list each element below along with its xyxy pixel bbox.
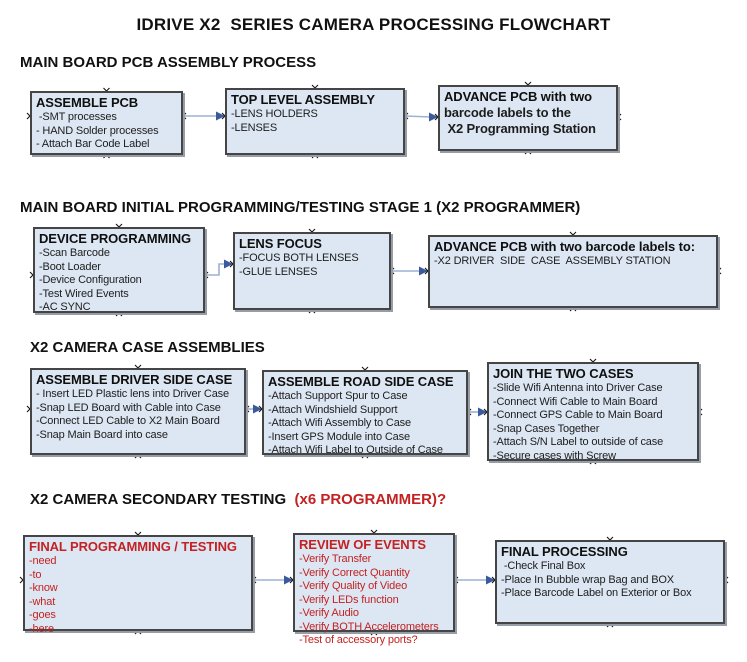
box-line: -X2 DRIVER SIDE CASE ASSEMBLY STATION <box>434 255 671 267</box>
box-title: ADVANCE PCB with two <box>444 89 592 104</box>
flow-connector <box>404 115 432 118</box>
connector-arrow-icon <box>419 266 428 276</box>
box-line: -Attach Windshield Support <box>268 403 398 416</box>
box-title: FINAL PROCESSING <box>501 544 628 559</box>
box-line: -Boot Loader <box>39 260 101 273</box>
box-title: ASSEMBLE DRIVER SIDE CASE <box>36 372 233 387</box>
box-line: -goes <box>29 609 56 621</box>
box-line: - Insert LED Plastic lens into Driver Ca… <box>36 388 229 400</box>
box-line: -Connect Wifi Cable to Main Board <box>493 395 658 408</box>
box-title: ASSEMBLE PCB <box>36 95 139 110</box>
box-title: TOP LEVEL ASSEMBLY <box>231 92 375 107</box>
section-header: X2 CAMERA CASE ASSEMBLIES <box>30 339 265 356</box>
box-title: FINAL PROGRAMMING / TESTING <box>29 539 237 554</box>
flow-box: FINAL PROCESSING -Check Final Box-Place … <box>495 540 725 624</box>
box-line: -Attach S/N Label to outside of case <box>493 436 664 448</box>
box-line: -Scan Barcode <box>39 247 110 259</box>
box-title: LENS FOCUS <box>239 236 322 251</box>
connector-arrow-icon <box>224 259 233 269</box>
box-line: -Connect LED Cable to X2 Main Board <box>36 415 220 427</box>
box-line: -Verify BOTH Accelerometers <box>299 620 439 633</box>
section-header-text: X2 CAMERA CASE ASSEMBLIES <box>30 339 265 356</box>
connector-arrow-icon <box>216 111 225 121</box>
box-line: -GLUE LENSES <box>239 265 318 278</box>
box-title: REVIEW OF EVENTS <box>299 537 426 552</box>
flow-box: FINAL PROGRAMMING / TESTING-need-to-know… <box>23 535 253 635</box>
connector-arrow-icon <box>253 404 262 414</box>
box-line: -to <box>29 568 42 581</box>
box-line: -LENSES <box>231 121 278 134</box>
section-header-text: MAIN BOARD INITIAL PROGRAMMING/TESTING S… <box>20 199 581 216</box>
connector-arrow-icon <box>284 575 293 585</box>
box-line: -Attach Support Spur to Case <box>268 390 408 402</box>
box-line: X2 Programming Station <box>444 121 596 136</box>
box-title: ASSEMBLE ROAD SIDE CASE <box>268 374 454 389</box>
section-header: X2 CAMERA SECONDARY TESTING (x6 PROGRAMM… <box>30 491 446 508</box>
section-header: MAIN BOARD PCB ASSEMBLY PROCESS <box>20 54 316 71</box>
box-title: ADVANCE PCB with two barcode labels to: <box>434 239 695 254</box>
box-line: -Attach Wifi Label to Outside of Case <box>268 444 443 456</box>
section-header-suffix: (x6 PROGRAMMER)? <box>294 491 447 508</box>
box-line: -SMT processes <box>36 111 117 123</box>
box-line: -Snap Cases Together <box>493 422 600 435</box>
box-line: -FOCUS BOTH LENSES <box>239 252 359 264</box>
connector-arrow-icon <box>486 575 495 585</box>
box-line: -Snap LED Board with Cable into Case <box>36 401 221 414</box>
box-line: -Attach Wifi Assembly to Case <box>268 417 411 429</box>
flow-box: REVIEW OF EVENTS-Verify Transfer-Verify … <box>293 533 455 646</box>
flow-box: JOIN THE TWO CASES-Slide Wifi Antenna in… <box>487 362 699 462</box>
box-line: -Device Configuration <box>39 274 142 286</box>
box-line: barcode labels to the <box>444 105 571 120</box>
box-line: -Verify Quality of Video <box>299 580 408 592</box>
box-line: -Snap Main Board into case <box>36 428 168 441</box>
flow-connector <box>205 263 226 276</box>
box-line: -Verify LEDs function <box>299 593 399 606</box>
box-line: - Attach Bar Code Label <box>36 138 150 150</box>
box-line: -Place Barcode Label on Exterior or Box <box>501 587 692 599</box>
section-header: MAIN BOARD INITIAL PROGRAMMING/TESTING S… <box>20 199 580 216</box>
box-line: -what <box>29 595 56 608</box>
box-line: -Check Final Box <box>501 560 586 572</box>
box-line: -Slide Wifi Antenna into Driver Case <box>493 382 663 394</box>
flow-box: ASSEMBLE ROAD SIDE CASE-Attach Support S… <box>262 370 468 456</box>
box-line: -Test Wired Events <box>39 287 129 300</box>
box-line: -LENS HOLDERS <box>231 108 318 120</box>
flow-box: DEVICE PROGRAMMING-Scan Barcode-Boot Loa… <box>33 227 205 313</box>
section-header-text: MAIN BOARD PCB ASSEMBLY PROCESS <box>20 54 317 71</box>
flow-box: LENS FOCUS-FOCUS BOTH LENSES-GLUE LENSES <box>233 232 391 310</box>
box-line: -Test of accessory ports? <box>299 634 418 646</box>
box-line: -Insert GPS Module into Case <box>268 430 410 443</box>
box-line: - HAND Solder processes <box>36 124 159 137</box>
flow-box: TOP LEVEL ASSEMBLY-LENS HOLDERS-LENSES <box>225 88 405 155</box>
box-line: -Connect GPS Cable to Main Board <box>493 409 663 421</box>
flow-box: ASSEMBLE DRIVER SIDE CASE- Insert LED Pl… <box>30 368 246 455</box>
box-line: -need <box>29 555 57 567</box>
connector-arrow-icon <box>429 112 438 122</box>
box-line: -Verify Transfer <box>299 553 372 565</box>
box-title: DEVICE PROGRAMMING <box>39 231 192 246</box>
connector-arrow-icon <box>478 407 487 417</box>
box-line: -AC SYNC <box>39 301 91 313</box>
flow-box: ADVANCE PCB with two barcode labels to:-… <box>428 235 718 308</box>
section-header-text: X2 CAMERA SECONDARY TESTING <box>30 491 295 508</box>
box-line: -Place In Bubble wrap Bag and BOX <box>501 573 674 586</box>
box-line: -know <box>29 582 58 594</box>
page-title: IDRIVE X2 SERIES CAMERA PROCESSING FLOWC… <box>136 15 611 34</box>
box-line: -Verify Audio <box>299 607 359 619</box>
box-title: JOIN THE TWO CASES <box>493 366 634 381</box>
box-line: -Secure cases with Screw <box>493 449 616 462</box>
box-line: -Verify Correct Quantity <box>299 566 410 579</box>
flow-box: ASSEMBLE PCB -SMT processes- HAND Solder… <box>30 91 183 155</box>
box-line: -here <box>29 622 54 635</box>
